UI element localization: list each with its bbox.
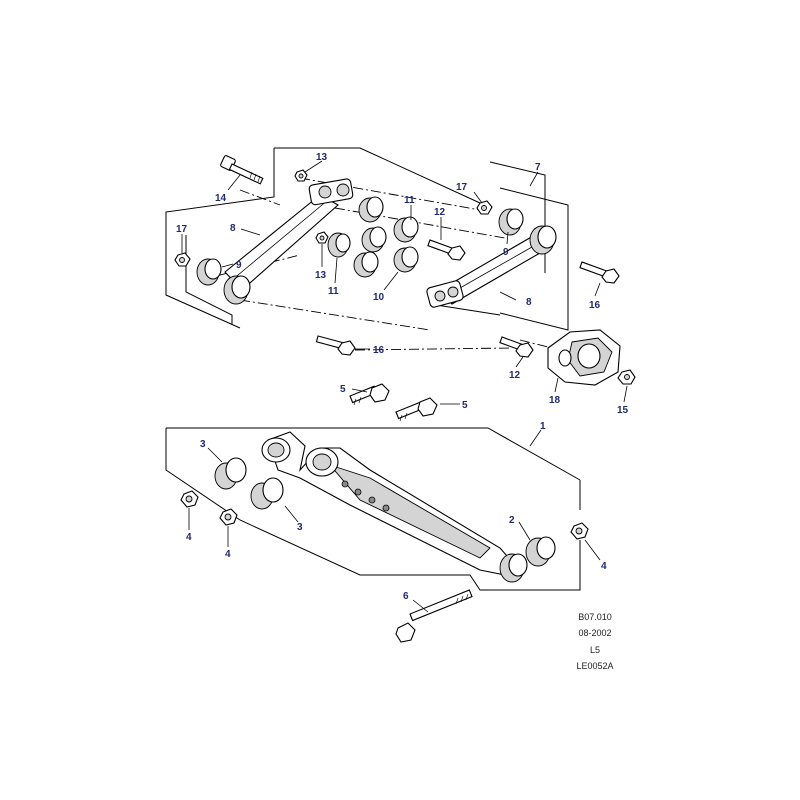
callout-2: 2 bbox=[509, 515, 515, 526]
callout-12: 12 bbox=[509, 370, 521, 381]
callout-8: 8 bbox=[230, 223, 236, 234]
bushing-3-upper bbox=[214, 457, 247, 490]
nut-17-right bbox=[476, 200, 493, 215]
bolt-14 bbox=[220, 155, 264, 185]
callout-15: 15 bbox=[617, 405, 629, 416]
callout-4: 4 bbox=[601, 561, 607, 572]
callout-6: 6 bbox=[403, 591, 409, 602]
callout-3: 3 bbox=[200, 439, 206, 450]
callout-8: 8 bbox=[526, 297, 532, 308]
nut-4-right bbox=[570, 522, 589, 540]
bushing-3-lower bbox=[250, 477, 284, 510]
callout-17: 17 bbox=[176, 224, 188, 235]
callout-11: 11 bbox=[328, 286, 339, 297]
nut-13-upper bbox=[294, 169, 308, 182]
callout-4: 4 bbox=[225, 549, 231, 560]
nut-4-left-upper bbox=[180, 490, 199, 508]
bushing-2 bbox=[499, 536, 556, 583]
callout-5: 5 bbox=[462, 400, 468, 411]
alignment-lines bbox=[199, 177, 561, 351]
bolt-12-lower bbox=[499, 336, 534, 358]
callout-14: 14 bbox=[215, 193, 227, 204]
date-code: 08-2002 bbox=[578, 628, 612, 638]
lower-assembly-frame bbox=[165, 427, 581, 591]
bolt-5-right bbox=[395, 397, 438, 422]
callout-11: 11 bbox=[404, 195, 415, 206]
level-code: L5 bbox=[589, 645, 600, 655]
nut-15 bbox=[617, 369, 636, 385]
bushing-9-right bbox=[498, 208, 557, 255]
nut-17-left bbox=[174, 252, 191, 267]
callout-9: 9 bbox=[503, 247, 509, 258]
bolt-16-lower bbox=[315, 335, 356, 356]
bolt-16-right bbox=[579, 261, 620, 284]
figure-code: B07.010 bbox=[578, 612, 612, 622]
bushing-9-left bbox=[196, 258, 251, 305]
callout-3: 3 bbox=[297, 522, 303, 533]
nut-4-left-lower bbox=[219, 508, 238, 526]
callout-17: 17 bbox=[456, 182, 468, 193]
leader-lines bbox=[181, 160, 628, 613]
callout-13: 13 bbox=[315, 270, 327, 281]
lower-arm-1 bbox=[261, 431, 516, 576]
callout-5: 5 bbox=[340, 384, 346, 395]
callout-9: 9 bbox=[236, 260, 242, 271]
nut-13-lower bbox=[315, 231, 329, 244]
illustration-id: LE0052A bbox=[576, 661, 614, 671]
bolt-5-left bbox=[349, 383, 390, 406]
link-arm-8-right bbox=[426, 231, 553, 308]
bolt-6 bbox=[395, 589, 473, 643]
callout-13: 13 bbox=[316, 152, 328, 163]
callout-7: 7 bbox=[535, 162, 541, 173]
bushings-10-11-centre bbox=[327, 196, 419, 278]
bracket-18 bbox=[547, 329, 621, 386]
callout-10: 10 bbox=[373, 292, 385, 303]
callout-12: 12 bbox=[434, 207, 446, 218]
callout-18: 18 bbox=[549, 395, 561, 406]
callout-labels: 1 2 3 3 4 4 4 5 5 6 7 8 8 9 9 10 11 11 1… bbox=[176, 152, 629, 602]
callout-16: 16 bbox=[373, 345, 385, 356]
bolt-12-upper bbox=[427, 239, 466, 261]
callout-1: 1 bbox=[540, 421, 546, 432]
callout-4: 4 bbox=[186, 532, 192, 543]
callout-16: 16 bbox=[589, 300, 601, 311]
